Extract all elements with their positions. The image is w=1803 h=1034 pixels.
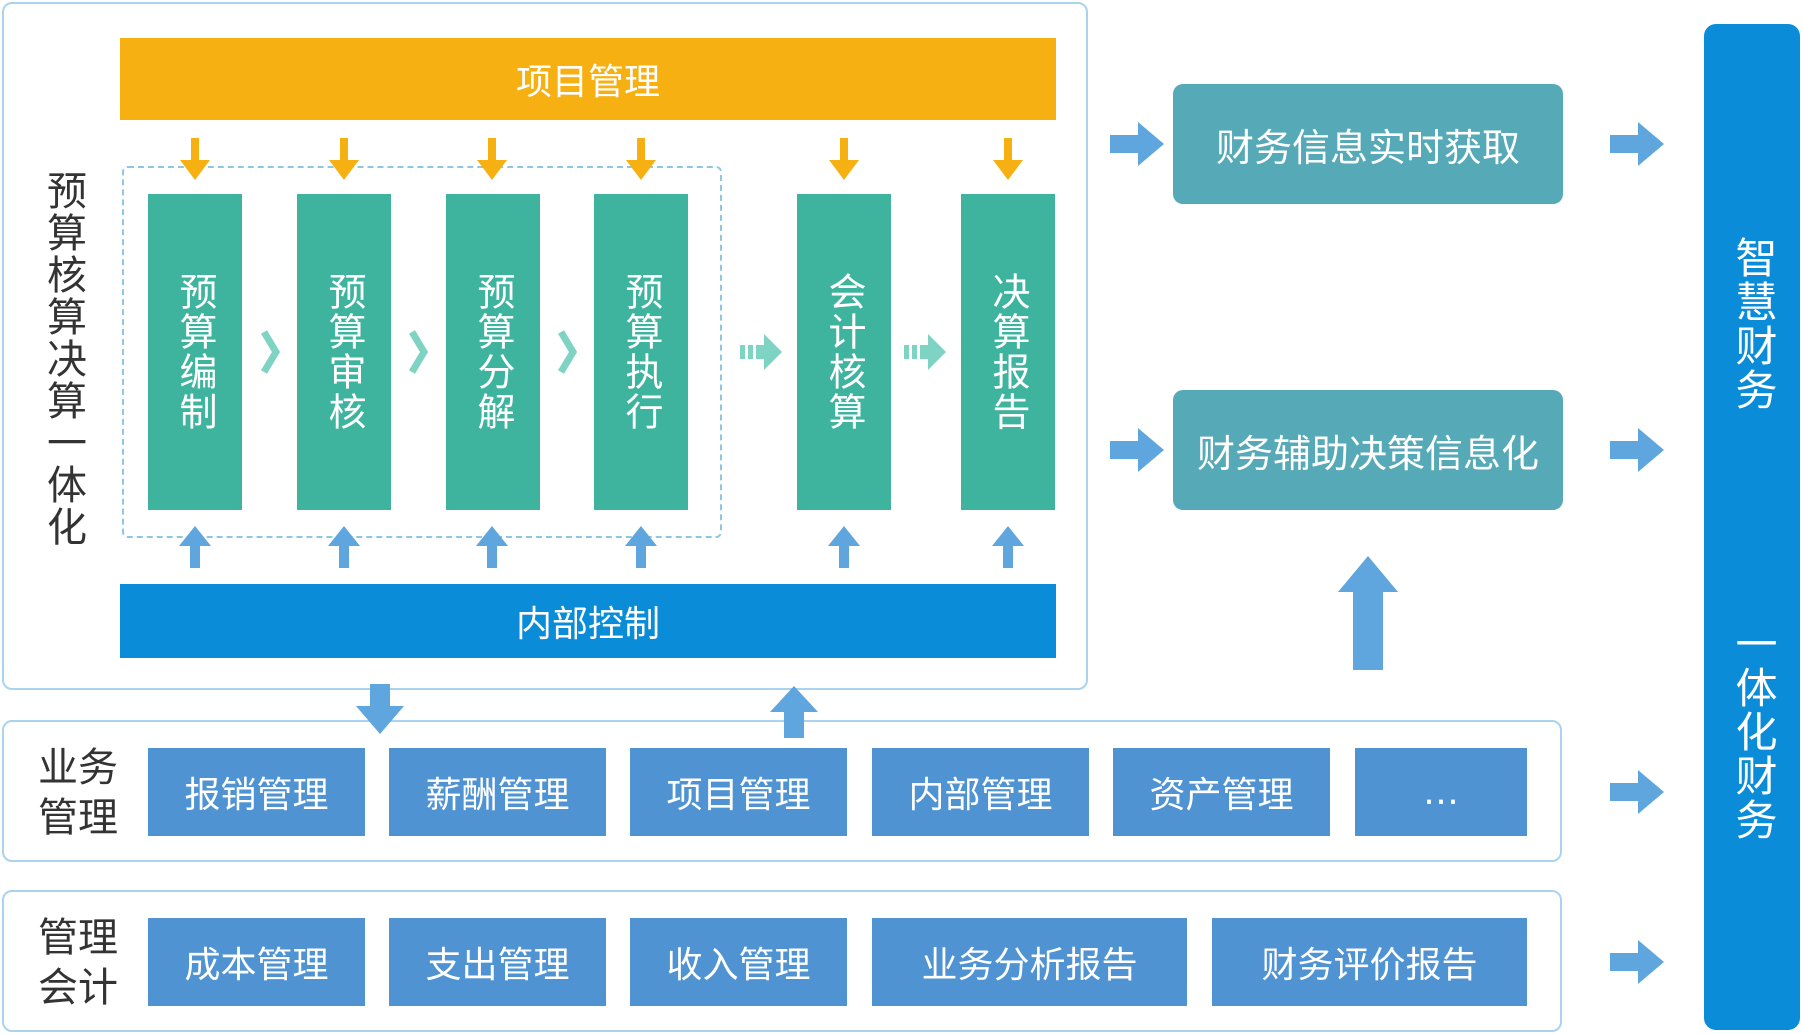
up-arrow-5 xyxy=(828,526,860,568)
module-business-analysis: 业务分析报告 xyxy=(872,918,1187,1006)
module-project: 项目管理 xyxy=(630,748,847,836)
module-internal: 内部管理 xyxy=(872,748,1089,836)
up-arrow-3 xyxy=(476,526,508,568)
module-finance-evaluation: 财务评价报告 xyxy=(1212,918,1527,1006)
down-arrow-4 xyxy=(626,138,656,180)
project-management-bar: 项目管理 xyxy=(120,38,1056,120)
column-budget-preparation: 预算编制 xyxy=(148,194,242,510)
management-accounting-label: 管理会计 xyxy=(38,915,118,1011)
down-arrow-2 xyxy=(329,138,359,180)
column-final-report: 决算报告 xyxy=(961,194,1055,510)
chevron-1 xyxy=(264,332,276,372)
budget-group-outline xyxy=(122,166,722,538)
smart-finance-banner xyxy=(1704,24,1800,1030)
chevron-2 xyxy=(412,332,424,372)
internal-control-bar: 内部控制 xyxy=(120,584,1056,658)
dash-arrow-2 xyxy=(904,334,946,370)
banner-bottom-text: 一体化财务 xyxy=(1729,622,1778,842)
down-arrow-3 xyxy=(477,138,507,180)
business-management-label: 业务管理 xyxy=(38,745,118,841)
down-arrow-6 xyxy=(993,138,1023,180)
integration-title: 预算核算决算一体化 xyxy=(40,170,86,548)
module-revenue: 收入管理 xyxy=(630,918,847,1006)
banner-arrow-1 xyxy=(1610,122,1664,166)
right-arrow-top xyxy=(1110,122,1164,166)
module-payroll: 薪酬管理 xyxy=(389,748,606,836)
column-accounting: 会计核算 xyxy=(797,194,891,510)
down-arrow-5 xyxy=(829,138,859,180)
up-arrow-6 xyxy=(992,526,1024,568)
column-budget-execution: 预算执行 xyxy=(594,194,688,510)
banner-arrow-4 xyxy=(1610,940,1664,984)
up-arrow-from-business xyxy=(770,686,818,738)
chevron-3 xyxy=(561,332,573,372)
module-expenditure: 支出管理 xyxy=(389,918,606,1006)
module-assets: 资产管理 xyxy=(1113,748,1330,836)
up-arrow-1 xyxy=(179,526,211,568)
banner-top-text: 智慧财务 xyxy=(1729,236,1778,412)
banner-arrow-3 xyxy=(1610,770,1664,814)
decision-support-box: 财务辅助决策信息化 xyxy=(1173,390,1563,510)
module-cost: 成本管理 xyxy=(148,918,365,1006)
up-arrow-2 xyxy=(328,526,360,568)
big-up-arrow xyxy=(1338,556,1398,670)
column-budget-review: 预算审核 xyxy=(297,194,391,510)
down-arrow-to-business xyxy=(356,684,404,734)
banner-arrow-2 xyxy=(1610,428,1664,472)
right-arrow-mid xyxy=(1110,428,1164,472)
module-reimbursement: 报销管理 xyxy=(148,748,365,836)
module-more: … xyxy=(1355,748,1527,836)
column-budget-breakdown: 预算分解 xyxy=(446,194,540,510)
up-arrow-4 xyxy=(625,526,657,568)
realtime-finance-box: 财务信息实时获取 xyxy=(1173,84,1563,204)
down-arrow-1 xyxy=(180,138,210,180)
dash-arrow-1 xyxy=(740,334,782,370)
